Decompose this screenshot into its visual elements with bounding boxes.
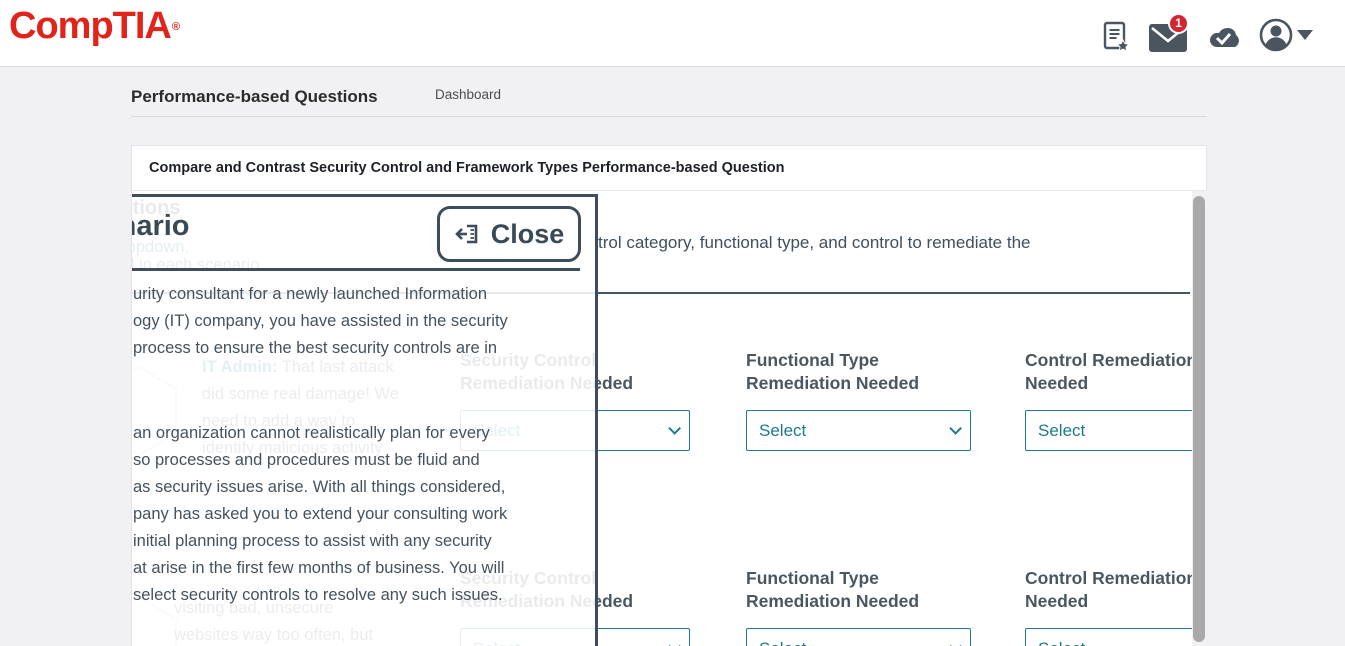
comptia-logo: CompTIA® bbox=[9, 5, 180, 47]
select-functional-type-2[interactable]: Select bbox=[746, 628, 971, 646]
card-title: Compare and Contrast Security Control an… bbox=[149, 160, 785, 176]
close-button[interactable]: Close bbox=[437, 206, 581, 262]
chevron-down-icon bbox=[668, 422, 681, 435]
scenario-modal: Scenario Close urity consultant for a ne… bbox=[132, 194, 598, 646]
close-button-label: Close bbox=[490, 218, 565, 249]
scenario-text-line: initial planning process to assist with … bbox=[133, 532, 492, 550]
scenario-text-line: so processes and procedures must be flui… bbox=[133, 451, 480, 469]
scenario-text-line: process to ensure the best security cont… bbox=[133, 339, 498, 357]
top-bar: CompTIA® 1 bbox=[0, 0, 1345, 67]
scenario-text-line: at arise in the first few months of busi… bbox=[133, 559, 505, 577]
scenario-text-line: ogy (IT) company, you have assisted in t… bbox=[133, 312, 508, 330]
instructions-main-line: trol category, functional type, and cont… bbox=[598, 233, 1031, 252]
select-control-remediation-1[interactable]: Select bbox=[1025, 410, 1192, 451]
exit-arrow-icon bbox=[454, 224, 478, 244]
modal-divider bbox=[132, 268, 580, 271]
section-divider bbox=[132, 292, 1190, 294]
scenario-text-line: an organization cannot realistically pla… bbox=[133, 424, 490, 442]
page-title: Performance-based Questions bbox=[131, 87, 378, 106]
dashboard-link[interactable]: Dashboard bbox=[435, 87, 502, 102]
select-functional-type-1[interactable]: Select bbox=[746, 410, 971, 451]
chevron-down-icon bbox=[668, 640, 681, 646]
scenario-text-line: urity consultant for a newly launched In… bbox=[133, 285, 488, 303]
modal-heading: Scenario bbox=[132, 210, 190, 242]
question-viewport: Instructions dropdown. listed in each sc… bbox=[132, 191, 1192, 646]
scenario-text-line: as security issues arise. With all thing… bbox=[133, 478, 506, 496]
vertical-scrollbar[interactable] bbox=[1192, 191, 1207, 646]
notification-badge: 1 bbox=[1168, 13, 1189, 34]
select-control-remediation-2[interactable]: Select bbox=[1025, 628, 1192, 646]
card-title-bar: Compare and Contrast Security Control an… bbox=[132, 146, 1206, 191]
account-icon[interactable] bbox=[1259, 18, 1293, 52]
chevron-down-icon bbox=[949, 640, 962, 646]
document-star-icon[interactable] bbox=[1103, 21, 1130, 52]
caret-down-icon[interactable] bbox=[1297, 30, 1313, 40]
scrollbar-thumb[interactable] bbox=[1193, 196, 1205, 642]
scenario-text-line: select security controls to resolve any … bbox=[133, 586, 503, 604]
chevron-down-icon bbox=[949, 422, 962, 435]
scenario-text-line: pany has asked you to extend your consul… bbox=[133, 505, 508, 523]
cloud-check-icon[interactable] bbox=[1203, 23, 1244, 52]
breadcrumb: Performance-based Questions Dashboard bbox=[131, 68, 1207, 117]
question-card: Compare and Contrast Security Control an… bbox=[131, 145, 1207, 646]
